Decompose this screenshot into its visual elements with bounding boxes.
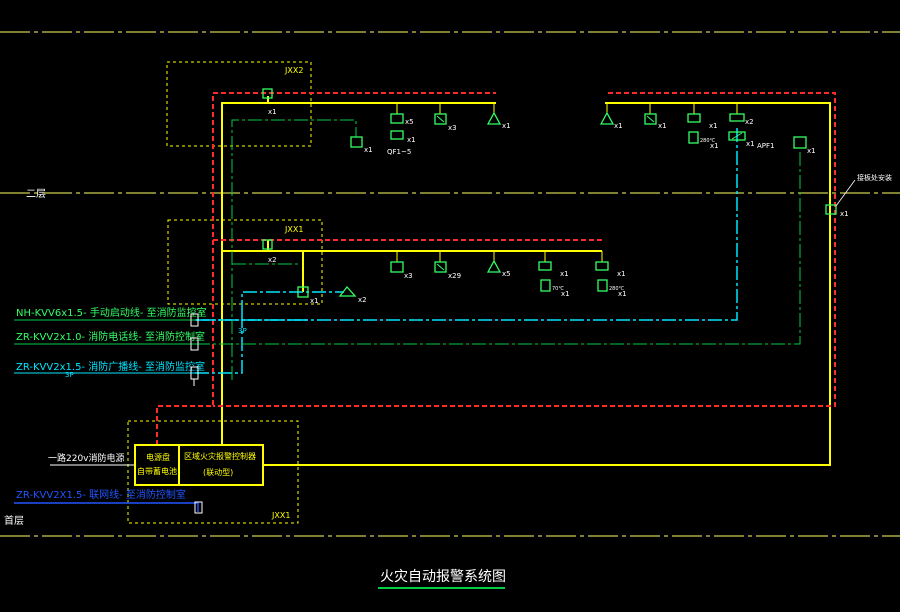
right-io-module-icon (729, 113, 745, 122)
cable-network-label: ZR-KVV2X1.5- 联网线- 至消防控制室 (16, 488, 186, 501)
right-damper-temp: 280℃ (700, 138, 716, 144)
floor-label-upper: 二层 (26, 188, 46, 200)
jxx2-module-count: x1 (268, 108, 277, 116)
control-bus (195, 128, 738, 374)
jxx1-damper-a-icon (540, 279, 551, 292)
phone-pair-label: 3P (238, 327, 247, 335)
jxx1-control-module (297, 286, 309, 298)
jxx1-main-box (127, 420, 299, 524)
jxx1-module-b-count: x1 (617, 270, 626, 278)
right-phone-jack-count: x1 (807, 147, 816, 155)
heat-detector-icon (434, 113, 447, 125)
right-module-icon (687, 113, 701, 123)
right-io-module-count: x2 (745, 118, 754, 126)
power-box (134, 444, 180, 486)
jxx1-horn-icon (486, 259, 502, 273)
jxx2-label: JXX2 (284, 66, 303, 75)
jxx1-broadcast-speaker-icon (338, 285, 357, 297)
cable-leads (14, 319, 199, 512)
alarm-horn-count: x1 (502, 122, 511, 130)
right-damper-icon (688, 131, 699, 144)
breaker-count: x1 (407, 136, 416, 144)
riser-module (825, 204, 837, 215)
jxx2-module (262, 88, 273, 99)
apf-label: APF1 (757, 142, 775, 150)
phone-terminal-icon (190, 337, 199, 351)
manual-terminal-icon (190, 313, 199, 327)
power-box-line2: 自带蓄电池 (137, 466, 177, 476)
fire-power-bus (156, 92, 836, 445)
diagram-title: 火灾自动报警系统图 (380, 568, 506, 585)
jxx1-smoke-detector-count: x3 (404, 272, 413, 280)
jxx1-upper-label: JXX1 (284, 225, 303, 234)
jxx1-module-a-icon (538, 261, 552, 271)
jxx1-damper-a-count: x1 (561, 290, 570, 298)
jxx1-module-count: x2 (268, 256, 277, 264)
alarm-horn-icon (486, 111, 502, 125)
power-box-line1: 电源盘 (146, 452, 170, 462)
broadcast-pair-label: 3P (65, 371, 74, 379)
jxx1-main-label: JXX1 (271, 511, 290, 520)
smoke-detector-count: x5 (405, 118, 414, 126)
alarm-controller-line1: 区域火灾报警控制器 (184, 451, 256, 461)
jxx1-module-a-count: x1 (560, 270, 569, 278)
jxx1-module (262, 239, 273, 250)
right-horn-icon (599, 111, 615, 125)
jxx1-damper-b-temp: 280℃ (609, 286, 625, 292)
phone-bus (196, 119, 801, 380)
right-phone-jack-icon (793, 136, 807, 149)
cable-broadcast-label: ZR-KVV2x1.5- 消防广播线- 至消防监控室 (16, 360, 205, 373)
jxx1-module-b-icon (595, 261, 609, 271)
jxx1-damper-b-count: x1 (618, 290, 627, 298)
right-horn-count: x1 (614, 122, 623, 130)
right-heat-detector-icon (644, 113, 657, 125)
breaker-icon (390, 130, 404, 140)
jxx1-damper-a-temp: 70℃ (552, 286, 564, 292)
right-damper-count: x1 (710, 142, 719, 150)
apf-icon (728, 131, 746, 141)
jxx1-heat-detector-icon (434, 261, 447, 273)
jxx1-upper-box (167, 219, 323, 305)
cable-phone-label: ZR-KVV2x1.0- 消防电话线- 至消防控制室 (16, 330, 205, 343)
phone-jack-icon (350, 136, 363, 148)
jxx1-smoke-detector-icon (390, 261, 404, 273)
cable-power-in-label: 一路220v消防电源 (48, 452, 125, 464)
floor-lines (0, 31, 900, 537)
right-module-count: x1 (709, 122, 718, 130)
phone-jack-count: x1 (364, 146, 373, 154)
heat-detector-count: x3 (448, 124, 457, 132)
signal-bus (221, 96, 831, 466)
jxx1-heat-detector-count: x29 (448, 272, 461, 280)
alarm-controller-line2: (联动型) (203, 467, 233, 477)
jxx1-horn-count: x5 (502, 270, 511, 278)
jxx1-damper-b-icon (597, 279, 608, 292)
jxx1-control-module-count: x1 (310, 297, 319, 305)
network-terminal-icon (194, 501, 203, 514)
alarm-controller (178, 444, 264, 486)
right-heat-detector-count: x1 (658, 122, 667, 130)
apf-count: x1 (746, 140, 755, 148)
riser-note: 接板处安装 (857, 173, 892, 182)
riser-module-count: x1 (840, 210, 849, 218)
cable-manual-label: NH-KVV6x1.5- 手动启动线- 至消防监控室 (16, 306, 207, 319)
jxx1-broadcast-speaker-count: x2 (358, 296, 367, 304)
smoke-detector-icon (390, 113, 404, 124)
breaker-label: QF1~5 (387, 148, 411, 156)
floor-label-ground: 首层 (4, 514, 24, 527)
